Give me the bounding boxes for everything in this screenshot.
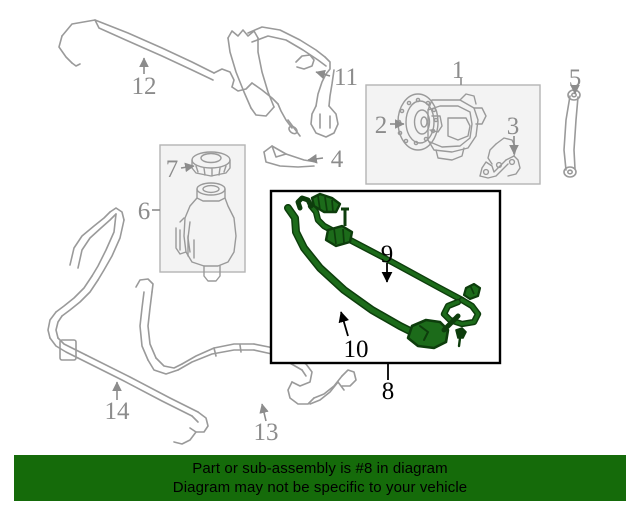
callout-label-6: 6 [138,198,151,225]
part-11-pressure-hose-upper [227,26,339,138]
part-13-return-hose-lower [135,278,357,405]
callout-label-3: 3 [507,113,520,140]
callout-labels: 1 2 3 4 5 6 7 8 9 10 11 12 13 14 [105,57,582,446]
callout-label-7: 7 [166,156,179,183]
notice-banner: Part or sub-assembly is #8 in diagram Di… [14,455,626,501]
reservoir-box [159,144,246,282]
notice-line-1: Part or sub-assembly is #8 in diagram [192,460,448,477]
callout-leaders [112,57,580,422]
callout-label-9: 9 [381,241,394,268]
callout-label-11: 11 [334,64,358,91]
callout-label-14: 14 [105,398,131,425]
callout-label-8: 8 [382,378,395,405]
callout-label-1: 1 [452,57,465,84]
highlight-box [269,189,502,365]
leader-10 [338,311,350,337]
callout-label-4: 4 [331,146,344,173]
notice-line-2: Diagram may not be specific to your vehi… [172,479,468,496]
pump-assembly-box [365,84,541,185]
leader-7 [180,162,195,173]
grey-parts-layer [47,19,581,445]
callout-label-12: 12 [132,73,157,100]
callout-label-10: 10 [344,336,369,363]
leader-11 [315,69,331,80]
callout-label-5: 5 [569,65,582,92]
callout-label-2: 2 [375,112,388,139]
part-12-return-line-upper [58,19,301,137]
leader-4 [307,154,324,164]
part-14-oil-cooler [47,207,209,445]
leader-13 [259,403,269,422]
part-8-highlighted-assembly [284,192,482,350]
callout-label-13: 13 [254,419,279,446]
